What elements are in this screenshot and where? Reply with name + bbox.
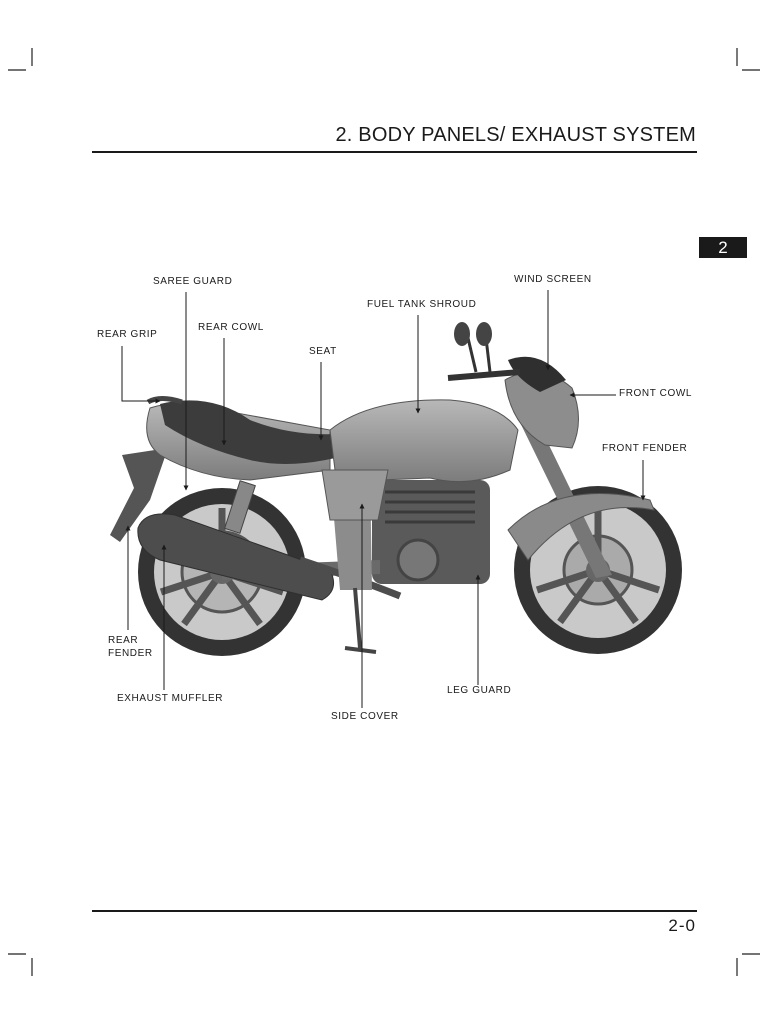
page-number: 2-0	[668, 916, 696, 935]
label-rear-grip: REAR GRIP	[97, 329, 158, 340]
page-title: 2. BODY PANELS/ EXHAUST SYSTEM	[335, 124, 696, 146]
label-rear-cowl: REAR COWL	[198, 322, 264, 333]
label-wind-screen: WIND SCREEN	[514, 274, 592, 285]
engine	[372, 480, 490, 584]
label-side-cover: SIDE COVER	[331, 711, 399, 722]
chapter-tab: 2	[699, 237, 747, 258]
label-fuel-tank-shroud: FUEL TANK SHROUD	[367, 299, 477, 310]
label-saree-guard: SAREE GUARD	[153, 276, 233, 287]
label-rear-fender: REAR FENDER	[108, 635, 153, 659]
label-exhaust-muffler: EXHAUST MUFFLER	[117, 693, 224, 704]
label-seat: SEAT	[309, 346, 337, 357]
label-front-cowl: FRONT COWL	[619, 388, 693, 399]
footer-rule	[92, 910, 697, 912]
label-leg-guard: LEG GUARD	[447, 685, 512, 696]
label-front-fender: FRONT FENDER	[602, 443, 688, 454]
header-rule	[92, 151, 697, 153]
